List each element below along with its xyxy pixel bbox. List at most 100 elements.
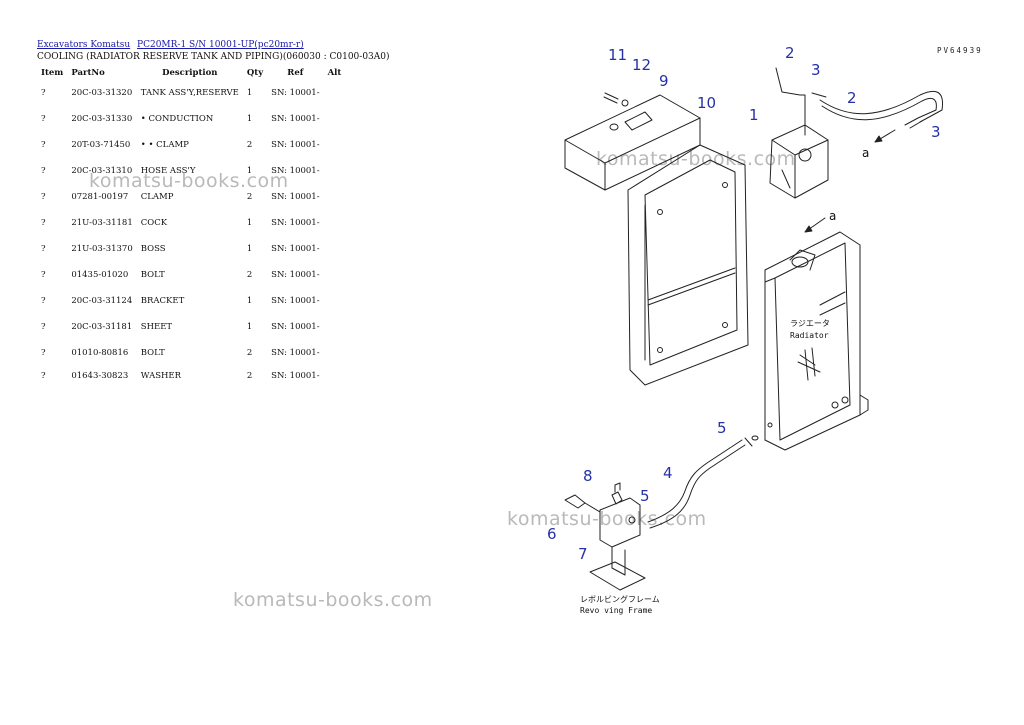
cell-description: BRACKET (140, 296, 185, 306)
overflow-hose-drawing (811, 90, 944, 129)
callout-3a: 3 (811, 61, 821, 79)
cell-partno: 20C-03-31310 (71, 166, 133, 176)
cell-description: • CONDUCTION (140, 114, 214, 124)
callout-9: 9 (659, 72, 669, 90)
cell-description: COCK (140, 218, 168, 228)
cell-ref: SN: 10001- (271, 322, 320, 332)
cell-item: ? (41, 166, 46, 176)
cell-item: ? (41, 371, 46, 381)
breadcrumb-link-excavators[interactable]: Excavators Komatsu (37, 40, 131, 50)
cell-item: ? (41, 348, 46, 358)
cell-ref: SN: 10001- (271, 296, 320, 306)
cell-partno: 21U-03-31370 (71, 244, 133, 254)
cell-item: ? (41, 270, 46, 280)
cell-item: ? (41, 140, 46, 150)
cell-partno: 20T-03-71450 (71, 140, 131, 150)
callout-8: 8 (583, 467, 593, 485)
cell-description: BOSS (140, 244, 166, 254)
frame-label-jp: レボルビングフレーム (580, 594, 660, 604)
table-row: ? 21U-03-31370 BOSS 1 SN: 10001- (37, 236, 345, 262)
cell-qty: 1 (246, 296, 253, 306)
table-row: ? 01435-01020 BOLT 2 SN: 10001- (37, 262, 345, 288)
cell-partno: 01435-01020 (71, 270, 129, 280)
cell-item: ? (41, 244, 46, 254)
cell-ref: SN: 10001- (271, 270, 320, 280)
cell-partno: 01643-30823 (71, 371, 129, 381)
watermark: komatsu-books.com (233, 589, 433, 611)
table-row: ? 20C-03-31124 BRACKET 1 SN: 10001- (37, 288, 345, 314)
cell-ref: SN: 10001- (271, 192, 320, 202)
table-row: ? 01643-30823 WASHER 2 SN: 10001- (37, 366, 345, 386)
cell-qty: 1 (246, 88, 253, 98)
cell-qty: 1 (246, 114, 253, 124)
cell-partno: 20C-03-31330 (71, 114, 133, 124)
cell-qty: 2 (246, 140, 253, 150)
table-row: ? 01010-80816 BOLT 2 SN: 10001- (37, 340, 345, 366)
table-row: ? 21U-03-31181 COCK 1 SN: 10001- (37, 210, 345, 236)
callout-10: 10 (697, 94, 716, 112)
callout-6: 6 (547, 525, 557, 543)
cell-ref: SN: 10001- (271, 88, 320, 98)
cell-partno: 01010-80816 (71, 348, 129, 358)
cell-item: ? (41, 114, 46, 124)
watermark: komatsu-books.com (596, 148, 796, 170)
cell-ref: SN: 10001- (271, 166, 320, 176)
cell-ref: SN: 10001- (271, 371, 320, 381)
cell-description: SHEET (140, 322, 173, 332)
cell-item: ? (41, 296, 46, 306)
cell-description: • • CLAMP (140, 140, 189, 150)
table-row: ? 20C-03-31330 • CONDUCTION 1 SN: 10001- (37, 106, 345, 132)
cell-ref: SN: 10001- (271, 140, 320, 150)
shroud-drawing (627, 144, 749, 386)
cell-ref: SN: 10001- (271, 244, 320, 254)
page-title: COOLING (RADIATOR RESERVE TANK AND PIPIN… (37, 52, 390, 62)
parts-table: Item PartNo Description Qty Ref Alt ?20C… (37, 66, 345, 386)
col-alt: Alt (327, 68, 342, 78)
cell-partno: 21U-03-31181 (71, 218, 133, 228)
callout-1: 1 (749, 106, 759, 124)
cell-partno: 07281-00197 (71, 192, 129, 202)
radiator-label-en: Radiator (790, 331, 829, 340)
cell-partno: 20C-03-31320 (71, 88, 133, 98)
cell-item: ? (41, 322, 46, 332)
col-ref: Ref (287, 68, 304, 78)
cell-description: HOSE ASS'Y (140, 166, 196, 176)
cell-item: ? (41, 218, 46, 228)
breadcrumb: Excavators Komatsu PC20MR-1 S/N 10001-UP… (37, 40, 308, 50)
cell-qty: 2 (246, 270, 253, 280)
table-row: ? 20C-03-31310 HOSE ASS'Y 1 SN: 10001- (37, 158, 345, 184)
cell-description: CLAMP (140, 192, 174, 202)
table-header-row: Item PartNo Description Qty Ref Alt (37, 66, 345, 80)
breadcrumb-link-model[interactable]: PC20MR-1 S/N 10001-UP(pc20mr-r) (137, 40, 304, 50)
col-qty: Qty (246, 68, 264, 78)
cell-ref: SN: 10001- (271, 348, 320, 358)
cock-drawing (564, 482, 646, 591)
frame-label-en: Revo ving Frame (580, 606, 652, 615)
cell-item: ? (41, 88, 46, 98)
watermark: komatsu-books.com (89, 170, 289, 192)
col-item: Item (41, 68, 64, 78)
cell-qty: 1 (246, 218, 253, 228)
cell-description: BOLT (140, 270, 165, 280)
col-partno: PartNo (71, 68, 105, 78)
cell-ref: SN: 10001- (271, 218, 320, 228)
cell-ref: SN: 10001- (271, 114, 320, 124)
cell-qty: 1 (246, 244, 253, 254)
cell-qty: 2 (246, 348, 253, 358)
callout-5b: 5 (640, 487, 650, 505)
radiator-label-jp: ラジエータ (790, 319, 830, 328)
cell-qty: 1 (246, 166, 253, 176)
cell-partno: 20C-03-31124 (71, 296, 133, 306)
view-letter-a: a (829, 209, 836, 223)
callout-11: 11 (608, 46, 627, 64)
watermark: komatsu-books.com (507, 508, 707, 530)
cell-qty: 2 (246, 371, 253, 381)
cell-description: WASHER (140, 371, 182, 381)
callout-3b: 3 (931, 123, 941, 141)
callout-2b: 2 (847, 89, 857, 107)
cell-description: BOLT (140, 348, 165, 358)
bolt-drawing (603, 92, 629, 107)
